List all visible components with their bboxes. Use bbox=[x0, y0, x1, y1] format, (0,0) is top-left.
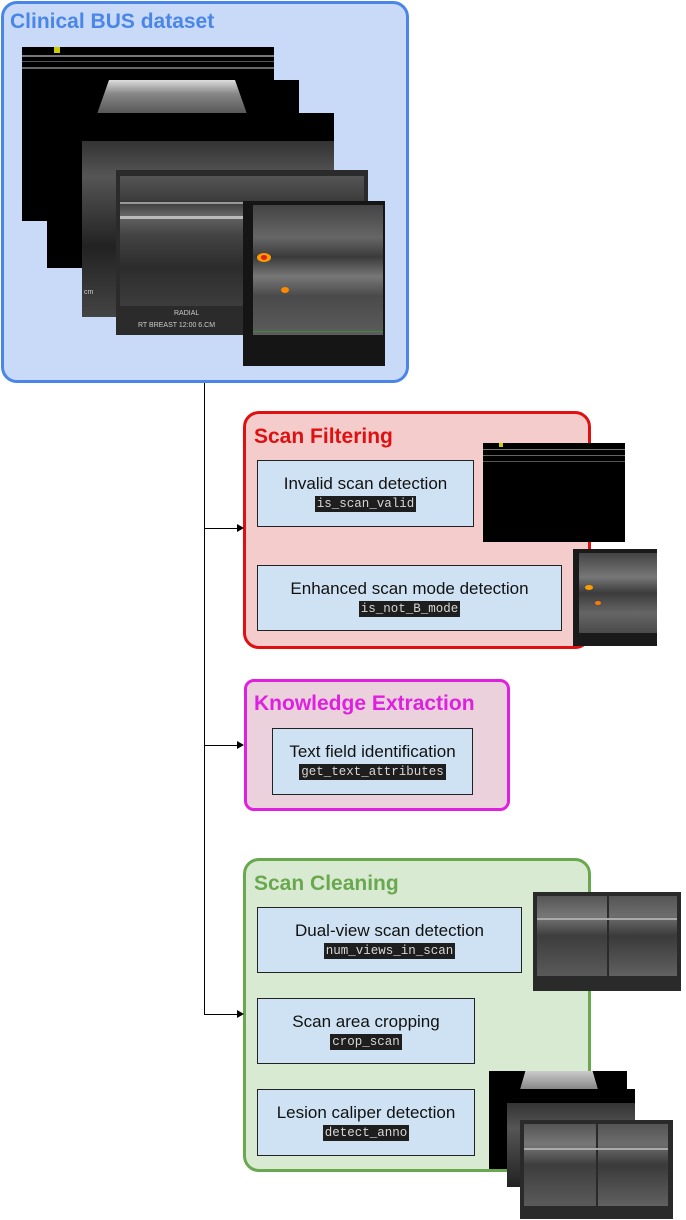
text-field-identification-code: get_text_attributes bbox=[299, 764, 446, 780]
enhanced-mode-scan-image bbox=[573, 549, 657, 646]
text-field-identification-label: Text field identification bbox=[289, 742, 456, 761]
lesion-caliper-detection-code: detect_anno bbox=[322, 1125, 410, 1141]
invalid-scan-detection-box: Invalid scan detection is_scan_valid bbox=[257, 460, 474, 527]
scan-filtering-title: Scan Filtering bbox=[254, 425, 393, 448]
connector-filtering bbox=[204, 528, 238, 529]
invalid-scan-detection-code: is_scan_valid bbox=[314, 496, 417, 512]
invalid-scan-detection-label: Invalid scan detection bbox=[283, 474, 448, 493]
arrowhead-cleaning bbox=[237, 1010, 244, 1018]
scan-area-cropping-box: Scan area cropping crop_scan bbox=[257, 998, 475, 1064]
caliper-scan-image-3 bbox=[520, 1120, 673, 1219]
enhanced-scan-mode-label: Enhanced scan mode detection bbox=[290, 579, 529, 598]
dual-view-scan-image bbox=[533, 892, 681, 991]
lesion-caliper-detection-box: Lesion caliper detection detect_anno bbox=[257, 1089, 475, 1156]
dual-view-detection-code: num_views_in_scan bbox=[323, 943, 456, 959]
scan-image-doppler bbox=[243, 201, 385, 366]
arrowhead-knowledge bbox=[237, 741, 244, 749]
scan-cleaning-title: Scan Cleaning bbox=[254, 872, 399, 895]
lesion-caliper-detection-label: Lesion caliper detection bbox=[276, 1103, 456, 1122]
invalid-scan-image bbox=[483, 443, 625, 542]
scan-depth-label: cm bbox=[84, 289, 94, 296]
text-field-identification-box: Text field identification get_text_attri… bbox=[272, 728, 473, 795]
scan-area-cropping-label: Scan area cropping bbox=[292, 1012, 440, 1031]
enhanced-scan-mode-code: is_not_B_mode bbox=[358, 601, 461, 617]
dual-view-detection-label: Dual-view scan detection bbox=[295, 921, 484, 940]
dual-view-detection-box: Dual-view scan detection num_views_in_sc… bbox=[257, 907, 522, 973]
knowledge-extraction-title: Knowledge Extraction bbox=[254, 692, 475, 715]
connector-cleaning bbox=[204, 1014, 238, 1015]
dataset-panel-title: Clinical BUS dataset bbox=[10, 10, 215, 33]
scan-location-label: RT BREAST 12:00 6.CM bbox=[138, 322, 216, 329]
connector-knowledge bbox=[204, 745, 238, 746]
arrowhead-filtering bbox=[237, 524, 244, 532]
scan-area-cropping-code: crop_scan bbox=[330, 1034, 402, 1050]
connector-vertical bbox=[204, 383, 205, 1015]
scan-view-label: RADIAL bbox=[174, 310, 200, 317]
enhanced-scan-mode-box: Enhanced scan mode detection is_not_B_mo… bbox=[257, 565, 562, 631]
